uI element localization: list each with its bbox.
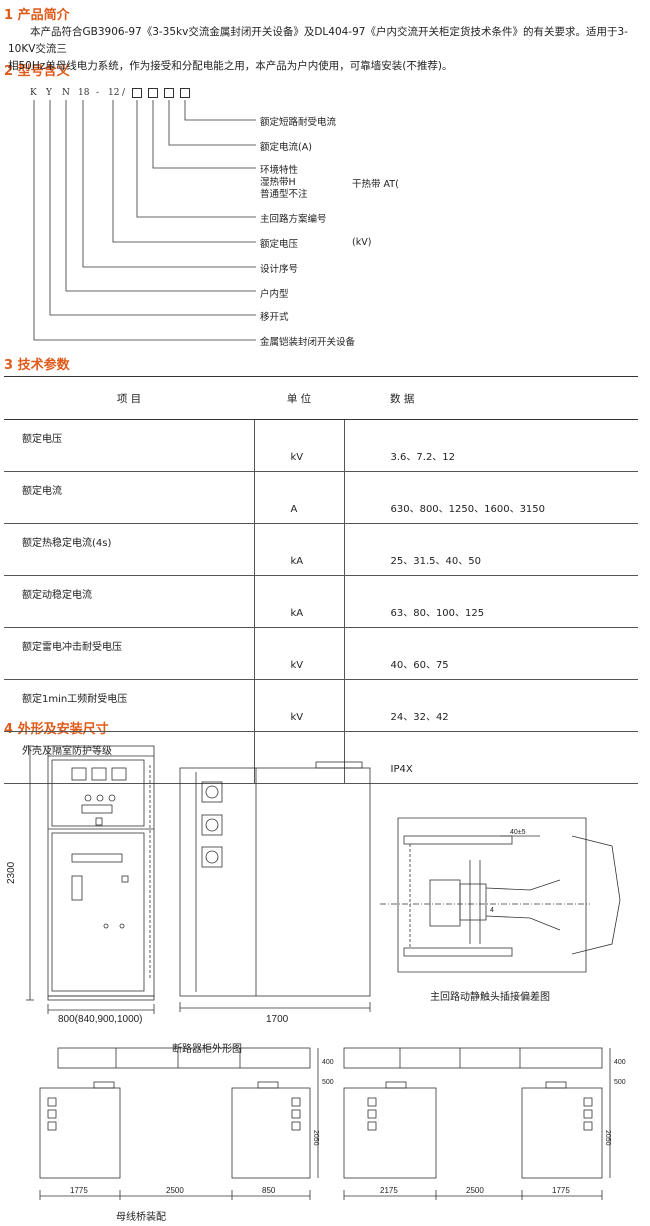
section-title-model: 2 型号含义 — [4, 64, 70, 79]
model-box-2 — [148, 88, 158, 98]
label-env: 环境特性 — [260, 165, 299, 176]
cabinet-front-view — [26, 745, 155, 1014]
label-dry: 干热带 AT( — [352, 179, 399, 190]
model-char-dash: - — [96, 88, 100, 98]
height-dim-label: 2300 — [6, 861, 17, 884]
params-header-row: 项 目 单 位 数 据 — [4, 376, 638, 420]
bridge-a-h2: 500 — [322, 1079, 334, 1086]
row-unit: kV — [253, 679, 345, 732]
width-dim-label: 800(840,900,1000) — [58, 1014, 143, 1025]
label-humid: 湿热带H — [260, 177, 296, 188]
contact-side-label: 4 — [490, 907, 494, 914]
intro-line-1: 本产品符合GB3906-97《3-35kv交流金属封闭开关设备》及DL404-9… — [8, 26, 628, 55]
contact-deviation-diagram — [380, 817, 621, 973]
intro-text: 本产品符合GB3906-97《3-35kv交流金属封闭开关设备》及DL404-9… — [8, 24, 644, 75]
model-box-4 — [180, 88, 190, 98]
cabinet-side-view — [179, 761, 371, 1012]
model-box-1 — [132, 88, 142, 98]
row-data: 25、31.5、40、50 — [344, 523, 638, 576]
model-char-slash: / — [122, 88, 126, 98]
depth-dim-label: 1700 — [266, 1014, 289, 1025]
model-char-12: 12 — [108, 88, 120, 98]
header-item: 项 目 — [4, 376, 254, 420]
row-data: IP4X — [344, 731, 638, 784]
row-unit: kV — [253, 627, 345, 680]
row-item: 额定电压 — [4, 419, 254, 472]
bridge-a-w3: 850 — [262, 1186, 276, 1195]
row-unit: A — [253, 471, 345, 524]
row-item: 额定动稳定电流 — [4, 575, 254, 628]
table-row: 额定雷电冲击耐受电压 kV 40、60、75 — [4, 627, 638, 680]
row-unit: kA — [253, 523, 345, 576]
row-item: 额定1min工频耐受电压 — [4, 679, 254, 732]
row-unit: kA — [253, 575, 345, 628]
row-data: 3.6、7.2、12 — [344, 419, 638, 472]
bridge-b-h3: 2050 — [604, 1130, 611, 1146]
model-leader-lines — [33, 100, 256, 341]
label-normal: 普通型不注 — [260, 189, 308, 200]
row-data: 40、60、75 — [344, 627, 638, 680]
label-design: 设计序号 — [260, 264, 299, 275]
table-row: 外壳及隔室防护等级 IP4X — [4, 731, 638, 784]
row-item: 额定热稳定电流(4s) — [4, 523, 254, 576]
bridge-a-h3: 2050 — [312, 1130, 319, 1146]
row-unit: kV — [253, 419, 345, 472]
row-unit — [253, 731, 345, 784]
header-unit: 单 位 — [254, 376, 344, 420]
bridge-b-w3: 1775 — [552, 1186, 570, 1195]
section-title-params: 3 技术参数 — [4, 358, 70, 373]
bridge-b-w2: 2500 — [466, 1186, 484, 1195]
model-char-n: N — [62, 88, 70, 98]
row-data: 24、32、42 — [344, 679, 638, 732]
bridge-b-h1: 400 — [614, 1059, 626, 1066]
label-indoor: 户内型 — [260, 289, 289, 300]
table-row: 额定动稳定电流 kA 63、80、100、125 — [4, 575, 638, 628]
bridge-b-w1: 2175 — [380, 1186, 398, 1195]
label-current: 额定电流(A) — [260, 142, 312, 153]
label-short-circuit: 额定短路耐受电流 — [260, 117, 337, 128]
row-item: 额定电流 — [4, 471, 254, 524]
label-mobile: 移开式 — [260, 312, 289, 323]
label-voltage-unit: (kV) — [352, 237, 372, 248]
params-table: 项 目 单 位 数 据 额定电压 kV 3.6、7.2、12 额定电流 A 63… — [4, 376, 638, 784]
label-scheme: 主回路方案编号 — [260, 214, 327, 225]
row-item: 外壳及隔室防护等级 — [4, 731, 254, 784]
model-char-y: Y — [46, 88, 52, 98]
table-row: 额定热稳定电流(4s) kA 25、31.5、40、50 — [4, 523, 638, 576]
cabinet-caption: 断路器柜外形图 — [172, 1044, 242, 1055]
contact-caption: 主回路动静触头插接偏差图 — [430, 992, 550, 1003]
table-row: 额定电压 kV 3.6、7.2、12 — [4, 419, 638, 472]
section-title-intro: 1 产品简介 — [4, 8, 70, 23]
model-char-k: K — [30, 88, 37, 98]
contact-dim-label: 40±5 — [510, 829, 526, 836]
model-box-3 — [164, 88, 174, 98]
bridge-b-h2: 500 — [614, 1079, 626, 1086]
header-data: 数 据 — [344, 376, 638, 420]
label-armored: 金属铠装封闭开关设备 — [260, 337, 356, 348]
label-voltage: 额定电压 — [260, 239, 299, 250]
intro-line-2: 相50Hz单母线电力系统，作为接受和分配电能之用，本产品为户内使用，可靠墙安装(… — [8, 60, 453, 72]
row-data: 630、800、1250、1600、3150 — [344, 471, 638, 524]
busbar-bridge-right — [343, 1047, 611, 1200]
bridge-a-w1: 1775 — [70, 1186, 88, 1195]
bridge-a-w2: 2500 — [166, 1186, 184, 1195]
model-char-18: 18 — [78, 88, 90, 98]
table-row: 额定电流 A 630、800、1250、1600、3150 — [4, 471, 638, 524]
bridge-a-h1: 400 — [322, 1059, 334, 1066]
row-item: 额定雷电冲击耐受电压 — [4, 627, 254, 680]
busbar-bridge-left — [39, 1047, 319, 1200]
row-data: 63、80、100、125 — [344, 575, 638, 628]
table-row: 额定1min工频耐受电压 kV 24、32、42 — [4, 679, 638, 732]
bridge-caption: 母线桥装配 — [116, 1212, 166, 1223]
